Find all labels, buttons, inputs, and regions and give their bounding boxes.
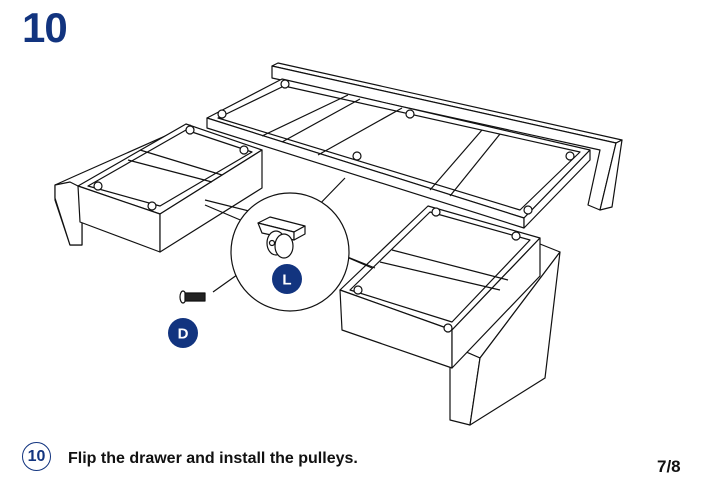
caster-detail-circle: L	[230, 192, 350, 312]
part-badge-L: L	[272, 264, 302, 294]
assembly-illustration: L D	[54, 62, 623, 426]
page-number: 7/8	[657, 457, 681, 476]
part-badge-D: D	[168, 318, 198, 348]
svg-text:D: D	[178, 326, 189, 343]
caster-wheel-icon	[257, 216, 306, 259]
left-drawer	[77, 123, 263, 253]
right-drawer	[334, 205, 541, 369]
screw-icon	[179, 290, 206, 304]
step-number-heading: 10	[22, 4, 68, 51]
step-instruction: Flip the drawer and install the pulleys.	[68, 450, 358, 467]
back-board	[271, 62, 623, 211]
center-frame	[206, 78, 591, 229]
svg-text:L: L	[282, 272, 291, 289]
step-number-badge: 10	[22, 442, 51, 471]
